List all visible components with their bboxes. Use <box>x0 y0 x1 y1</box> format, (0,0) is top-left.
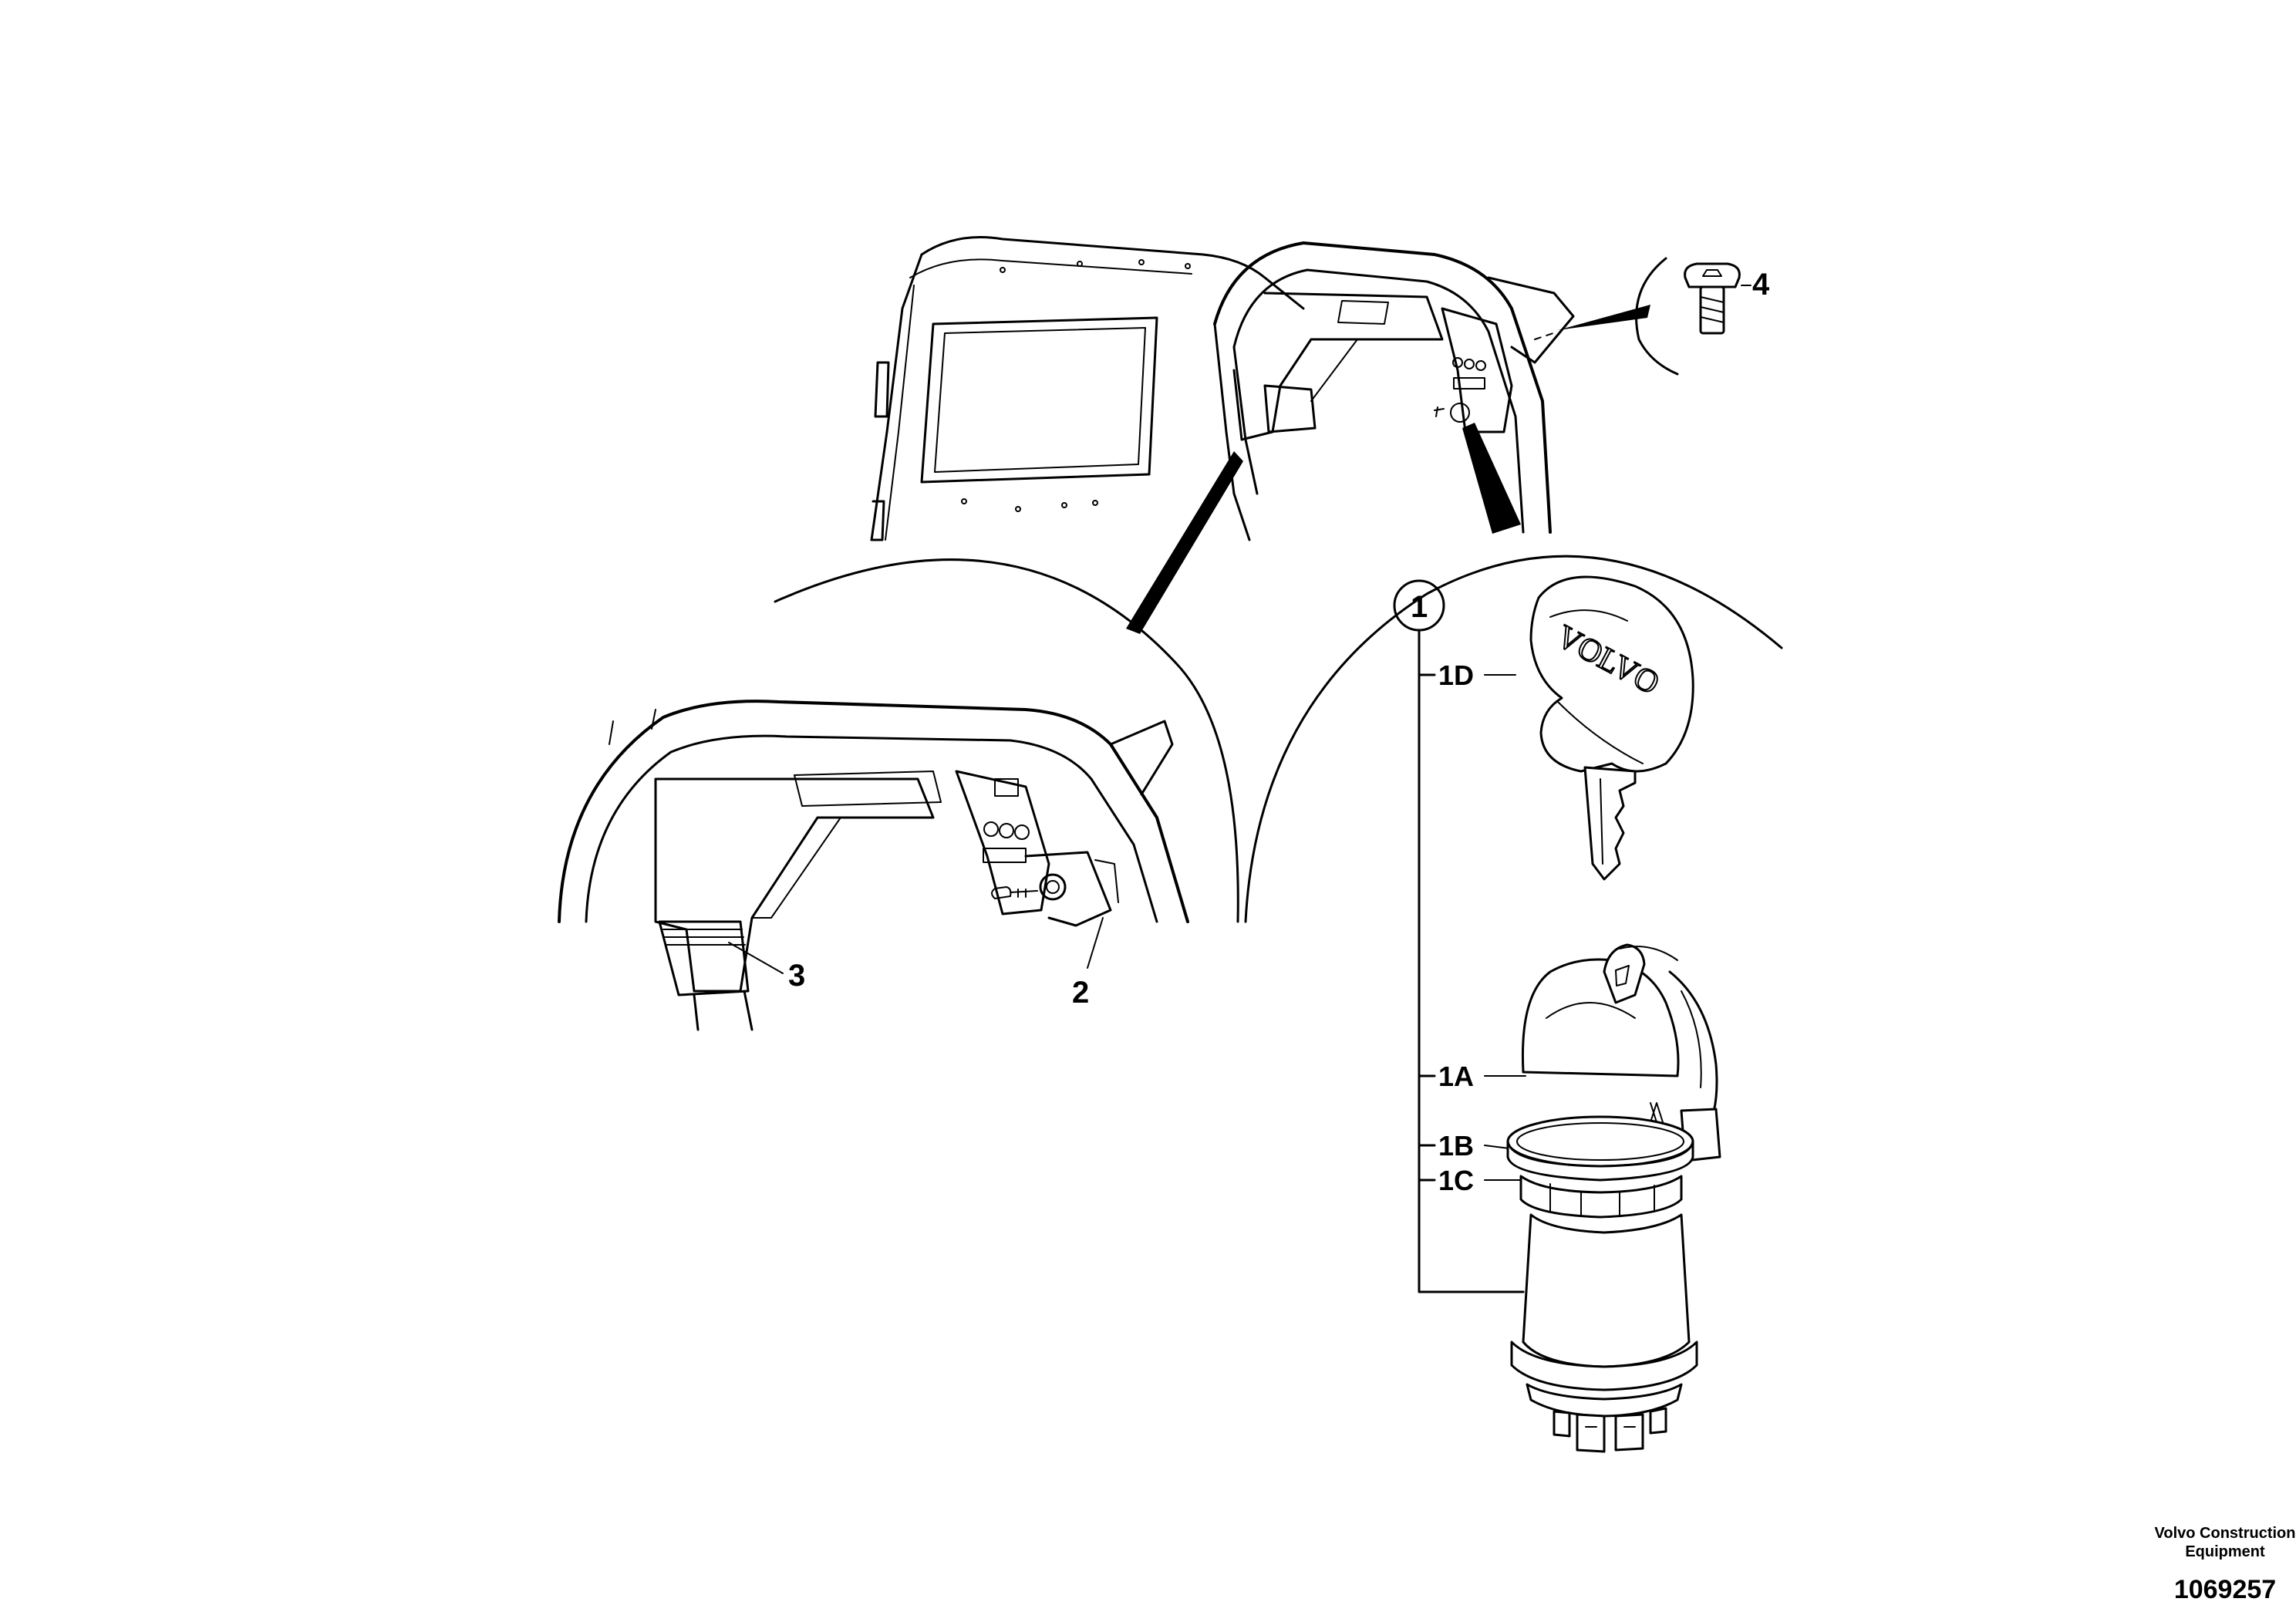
callout-1c: 1C <box>1438 1165 1474 1196</box>
bolt-detail <box>1635 257 1752 376</box>
company-name-line2: Equipment <box>2185 1543 2265 1560</box>
callout-2: 2 <box>1072 976 1089 1010</box>
callout-1b: 1B <box>1438 1130 1474 1162</box>
leader-3 <box>728 942 784 974</box>
callout-1d: 1D <box>1438 659 1474 691</box>
callout-1: 1 <box>1411 590 1428 624</box>
company-name-line1: Volvo Construction <box>2155 1525 2296 1542</box>
leader-2 <box>1087 917 1104 969</box>
cab-roof-overview <box>870 236 1650 634</box>
callout-3: 3 <box>788 959 805 993</box>
cab-interior-detail <box>558 558 1239 1031</box>
document-number: 1069257 <box>2174 1575 2276 1604</box>
callout-1a: 1A <box>1438 1061 1474 1092</box>
ignition-assembly-detail <box>1244 555 1783 1453</box>
callout-4: 4 <box>1752 268 1770 302</box>
